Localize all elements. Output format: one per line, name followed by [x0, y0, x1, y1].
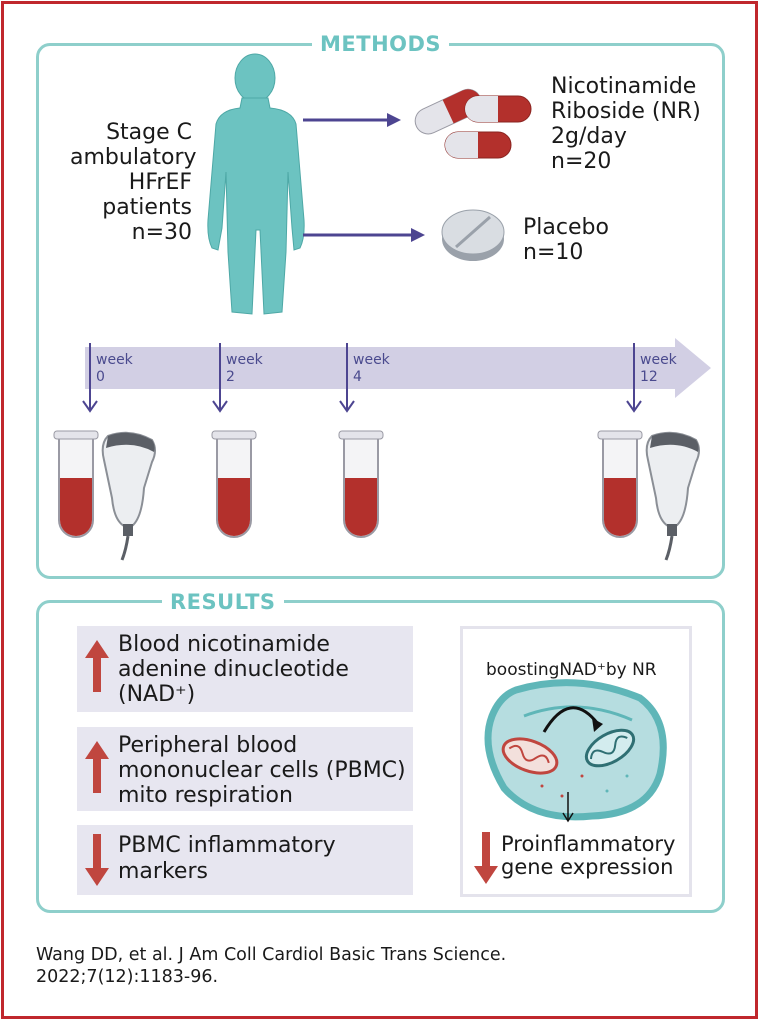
blood-tube-icon	[211, 430, 257, 538]
nr-line: 2g/day	[551, 124, 627, 149]
blood-tube-icon	[338, 430, 384, 538]
placebo-line: Placebo	[523, 215, 609, 240]
methods-title: METHODS	[312, 32, 450, 56]
capsules-icon	[414, 88, 532, 159]
result-item: Blood nicotinamide adenine dinucleotide …	[77, 626, 413, 712]
week-marker-arrow	[626, 343, 642, 413]
cell-effect-line: Proinflammatory	[501, 832, 676, 856]
placebo-label: Placebo n=10	[523, 215, 609, 265]
nr-label: Nicotinamide Riboside (NR) 2g/day n=20	[551, 74, 701, 174]
up-arrow-icon	[85, 640, 109, 692]
result-line: markers	[118, 859, 208, 884]
week-number: 0	[96, 369, 105, 385]
blood-tube-icon	[597, 430, 643, 538]
arrow-to-nr	[303, 113, 401, 127]
cell-effect-line: gene expression	[501, 855, 674, 879]
week-marker-arrow	[212, 343, 228, 413]
result-line: mononuclear cells (PBMC)	[118, 758, 406, 783]
patients-line: patients	[102, 195, 192, 220]
week-4-label: week 4	[353, 352, 390, 386]
week-number: 4	[353, 369, 362, 385]
week-word: week	[96, 352, 133, 368]
patients-line: n=30	[131, 220, 192, 245]
arrow-to-placebo	[303, 228, 425, 242]
down-arrow-icon	[474, 832, 498, 884]
cell-effect-label: Proinflammatory gene expression	[501, 833, 675, 879]
nr-line: Riboside (NR)	[551, 99, 701, 124]
cell-down-arrow	[562, 792, 574, 823]
blood-tube-icon	[53, 430, 99, 538]
citation: Wang DD, et al. J Am Coll Cardiol Basic …	[36, 944, 506, 988]
nr-line: Nicotinamide	[551, 74, 697, 99]
week-marker-arrow	[82, 343, 98, 413]
week-marker-arrow	[339, 343, 355, 413]
patient-silhouette-icon	[207, 53, 305, 315]
timeline-band	[85, 338, 711, 398]
patients-line: HFrEF	[128, 170, 192, 195]
result-line: Blood nicotinamide	[118, 632, 330, 657]
week-word: week	[226, 352, 263, 368]
week-number: 12	[640, 369, 658, 385]
week-2-label: week 2	[226, 352, 263, 386]
ultrasound-probe-icon	[101, 431, 156, 561]
result-line: adenine dinucleotide	[118, 657, 349, 682]
nr-line: n=20	[551, 149, 612, 174]
results-title: RESULTS	[162, 590, 284, 614]
cell-caption: boostingNAD⁺by NR	[486, 660, 657, 680]
week-12-label: week 12	[640, 352, 677, 386]
week-word: week	[640, 352, 677, 368]
result-line: mito respiration	[118, 783, 293, 808]
week-0-label: week 0	[96, 352, 133, 386]
result-line: (NAD⁺)	[118, 682, 196, 707]
ultrasound-probe-icon	[645, 431, 700, 561]
result-line: PBMC inflammatory	[118, 833, 336, 858]
patients-label: Stage C ambulatory HFrEF patients n=30	[70, 120, 197, 245]
patients-line: Stage C	[106, 120, 192, 145]
down-arrow-icon	[85, 834, 109, 886]
result-item: Peripheral blood mononuclear cells (PBMC…	[77, 727, 413, 811]
result-item: PBMC inflammatory markers	[77, 825, 413, 895]
week-word: week	[353, 352, 390, 368]
up-arrow-icon	[85, 741, 109, 793]
week-number: 2	[226, 369, 235, 385]
citation-line: Wang DD, et al. J Am Coll Cardiol Basic …	[36, 945, 507, 965]
citation-line: 2022;7(12):1183-96.	[36, 967, 219, 987]
placebo-line: n=10	[523, 240, 584, 265]
cell-illustration-icon	[484, 679, 667, 821]
patients-line: ambulatory	[70, 145, 197, 170]
result-line: Peripheral blood	[118, 733, 298, 758]
placebo-tablet-icon	[441, 209, 505, 261]
